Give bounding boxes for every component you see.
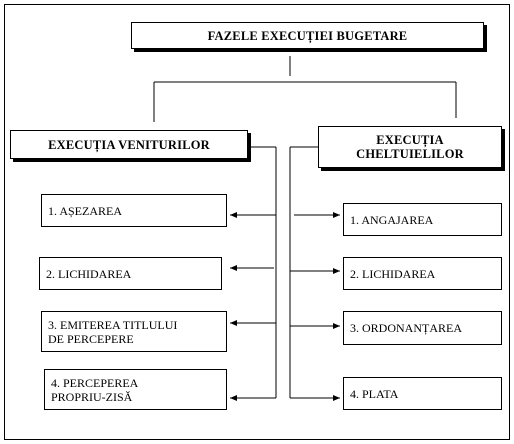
- cheltuieli-step-4: 4. PLATA: [343, 377, 502, 410]
- cheltuieli-step-3: 3. ORDONANȚAREA: [343, 311, 502, 345]
- venituri-step-2: 2. LICHIDAREA: [39, 257, 222, 290]
- cheltuieli-header-node: EXECUȚIA CHELTUIELILOR: [318, 126, 502, 168]
- outer-frame: [4, 4, 510, 440]
- venituri-header-node: EXECUȚIA VENITURILOR: [10, 130, 248, 159]
- cheltuieli-step-2: 2. LICHIDAREA: [343, 257, 502, 290]
- venituri-step-4: 4. PERCEPEREA PROPRIU-ZISĂ: [44, 369, 227, 410]
- cheltuieli-step-1: 1. ANGAJAREA: [343, 203, 502, 236]
- venituri-step-1: 1. AȘEZAREA: [41, 194, 227, 227]
- root-node: FAZELE EXECUȚIEI BUGETARE: [131, 22, 484, 49]
- venituri-step-3: 3. EMITEREA TITLULUI DE PERCEPERE: [41, 311, 227, 352]
